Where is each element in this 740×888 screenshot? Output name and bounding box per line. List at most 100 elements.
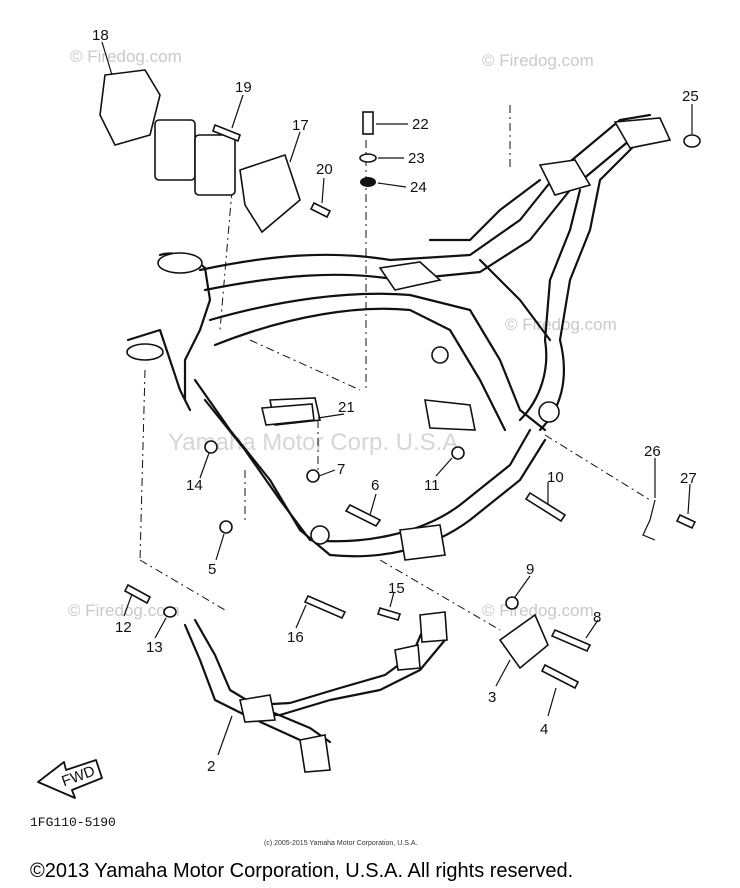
center-rail-inner — [213, 307, 507, 432]
rear-upright-inner — [518, 188, 582, 422]
fwd-arrow: FWD — [37, 759, 103, 799]
engine-mount — [399, 524, 446, 561]
callout-line — [217, 715, 233, 756]
callout-2: 2 — [207, 758, 215, 775]
callout-19: 19 — [235, 79, 252, 96]
callout-line — [687, 483, 691, 515]
washer-part-23 — [359, 153, 377, 163]
leader-line — [139, 369, 146, 561]
watermark-top-right: © Firedog.com — [482, 51, 594, 70]
coil-left — [154, 119, 196, 181]
lower-cradle-inner — [203, 398, 532, 543]
rear-brace — [428, 178, 542, 242]
callout-18: 18 — [92, 27, 109, 44]
callout-13: 13 — [146, 639, 163, 656]
callout-line — [321, 177, 325, 204]
bolt-part-10 — [524, 491, 567, 523]
mount-boss — [310, 525, 330, 545]
subframe-left-rail-inner — [193, 618, 332, 744]
callout-6: 6 — [371, 477, 379, 494]
callout-21: 21 — [338, 399, 355, 416]
callout-line — [495, 659, 511, 687]
footer-copyright: ©2013 Yamaha Motor Corporation, U.S.A. A… — [30, 860, 573, 882]
callout-line — [317, 413, 345, 419]
callout-11: 11 — [424, 477, 440, 494]
callout-22: 22 — [412, 116, 429, 133]
fwd-arrow-shape — [37, 759, 103, 799]
head-pipe — [158, 252, 212, 402]
bolt-part-27 — [675, 513, 697, 530]
rear-bracket — [613, 117, 672, 149]
callout-24: 24 — [410, 179, 427, 196]
callout-line — [318, 469, 336, 477]
callouts: 18 19 17 22 23 24 20 25 21 14 7 6 11 10 … — [92, 27, 699, 775]
bolt-part-22 — [362, 111, 374, 135]
callout-12: 12 — [115, 619, 132, 636]
nut-part-5 — [219, 520, 233, 534]
cap-part-25 — [683, 134, 701, 148]
center-rail — [208, 292, 547, 432]
callout-9: 9 — [526, 561, 534, 578]
callout-26: 26 — [644, 443, 661, 460]
callout-line — [101, 41, 113, 76]
plate-part-3 — [498, 613, 549, 670]
nut-part-24 — [360, 177, 376, 187]
frame-bracket — [378, 261, 442, 291]
watermark-bottom-right: © Firedog.com — [482, 601, 594, 620]
leader-line — [249, 339, 361, 391]
subframe-bracket — [419, 611, 448, 643]
leader-line — [544, 434, 651, 501]
subframe-foot — [299, 734, 331, 773]
cover-part-18 — [99, 69, 161, 146]
lower-head-bearing — [126, 343, 164, 361]
bolt-part-16 — [303, 594, 347, 620]
callout-line — [199, 452, 210, 479]
nut-part-11 — [451, 446, 465, 460]
callout-25: 25 — [682, 88, 699, 105]
callout-line — [389, 591, 395, 608]
leader-line — [219, 189, 233, 331]
nut-part-14 — [204, 440, 218, 454]
callout-line — [377, 182, 407, 188]
callout-27: 27 — [680, 470, 697, 487]
bolt-part-15 — [376, 607, 402, 621]
callout-14: 14 — [186, 477, 203, 494]
callout-line — [289, 131, 301, 163]
callout-line — [295, 604, 307, 629]
steering-head — [157, 252, 203, 274]
callout-16: 16 — [287, 629, 304, 646]
rear-cross-member — [478, 258, 552, 342]
callout-23: 23 — [408, 150, 425, 167]
nut-part-9 — [505, 596, 519, 610]
callout-20: 20 — [316, 161, 333, 178]
top-rail-inner — [203, 133, 662, 292]
callout-line — [215, 533, 225, 561]
watermark-brand: Yamaha Motor Corp. U.S.A. — [168, 429, 465, 456]
callout-17: 17 — [292, 117, 309, 134]
washer-part-13 — [163, 606, 177, 618]
subframe-mount — [394, 644, 421, 671]
leader-line — [379, 559, 501, 631]
watermark-mid-right: © Firedog.com — [505, 315, 617, 334]
bracket-part-21 — [261, 403, 315, 426]
coil-right — [194, 134, 236, 196]
callout-line — [585, 619, 599, 639]
bolt-part-4 — [540, 663, 580, 690]
callout-line — [514, 575, 531, 598]
callout-4: 4 — [540, 721, 548, 738]
hook-part-26 — [642, 499, 656, 541]
diagram-code: 1FG110-5190 — [30, 815, 116, 830]
subframe-part-2 — [183, 611, 448, 773]
engine-mount-rear — [424, 399, 476, 431]
small-copyright: (c) 2005-2015 Yamaha Motor Corporation, … — [264, 840, 417, 847]
watermark-bottom-left: © Firedog.com — [68, 601, 180, 620]
parts — [99, 69, 701, 690]
callout-line — [547, 687, 557, 717]
nut-part-7 — [306, 469, 320, 483]
callout-8: 8 — [593, 609, 601, 626]
watermark-top-left: © Firedog.com — [70, 47, 182, 66]
bolt-part-20 — [309, 201, 332, 219]
seat-bracket — [538, 159, 592, 196]
callout-line — [369, 493, 377, 516]
bolt-part-12 — [123, 583, 152, 605]
